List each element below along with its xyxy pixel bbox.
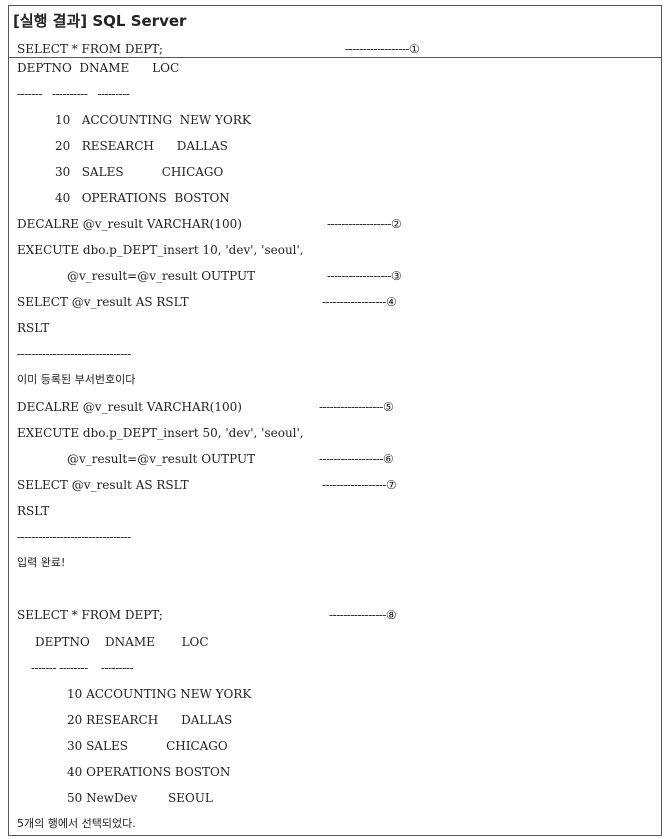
code-line: RSLT: [17, 321, 50, 335]
result-box: [실행 결과] SQL Server SELECT * FROM DEPT; -…: [8, 5, 662, 836]
code-line: 10 ACCOUNTING NEW YORK: [55, 113, 251, 127]
marker-7: ------------------⑦: [322, 478, 397, 492]
message-text: 5개의 행에서 선택되었다.: [17, 817, 136, 830]
code-line: DECALRE @v_result VARCHAR(100): [17, 217, 242, 231]
code-line: ------- ---------- ---------: [17, 87, 130, 101]
code-line: 30 SALES CHICAGO: [55, 165, 224, 179]
marker-1: ------------------①: [345, 42, 420, 56]
separator: --------------------------------: [17, 530, 131, 544]
marker-6: ------------------⑥: [319, 452, 394, 466]
marker-4: ------------------④: [322, 295, 397, 309]
code-line: SELECT @v_result AS RSLT: [17, 478, 189, 492]
header: [실행 결과] SQL Server SELECT * FROM DEPT; -…: [9, 6, 661, 58]
code-line: EXECUTE dbo.p_DEPT_insert 50, 'dev', 'se…: [17, 426, 304, 440]
code-line: DECALRE @v_result VARCHAR(100): [17, 400, 242, 414]
separator: --------------------------------: [17, 347, 131, 361]
code-line: SELECT * FROM DEPT;: [17, 42, 163, 56]
marker-5: ------------------⑤: [319, 400, 394, 414]
code-line: 40 OPERATIONS BOSTON: [55, 191, 230, 205]
code-line: RSLT: [17, 504, 50, 518]
code-line: DEPTNO DNAME LOC: [17, 61, 180, 75]
code-line: 50 NewDev SEOUL: [67, 791, 213, 805]
marker-8: ----------------⑧: [329, 608, 397, 622]
marker-3: ------------------③: [327, 269, 402, 283]
message-text: 입력 완료!: [17, 556, 66, 569]
page-title: [실행 결과] SQL Server: [13, 12, 187, 30]
code-line: 40 OPERATIONS BOSTON: [67, 765, 231, 779]
code-line: SELECT @v_result AS RSLT: [17, 295, 189, 309]
code-line: 30 SALES CHICAGO: [67, 739, 228, 753]
message-text: 이미 등록된 부서번호이다: [17, 373, 136, 386]
code-line: EXECUTE dbo.p_DEPT_insert 10, 'dev', 'se…: [17, 243, 304, 257]
code-line: DEPTNO DNAME LOC: [35, 635, 209, 649]
code-line: 10 ACCOUNTING NEW YORK: [67, 687, 252, 701]
code-line: ------- -------- ---------: [31, 661, 133, 675]
code-line: 20 RESEARCH DALLAS: [67, 713, 233, 727]
code-line: SELECT * FROM DEPT;: [17, 608, 163, 622]
marker-2: ------------------②: [327, 217, 402, 231]
code-line: @v_result=@v_result OUTPUT: [67, 452, 256, 466]
code-line: @v_result=@v_result OUTPUT: [67, 269, 256, 283]
code-line: 20 RESEARCH DALLAS: [55, 139, 228, 153]
